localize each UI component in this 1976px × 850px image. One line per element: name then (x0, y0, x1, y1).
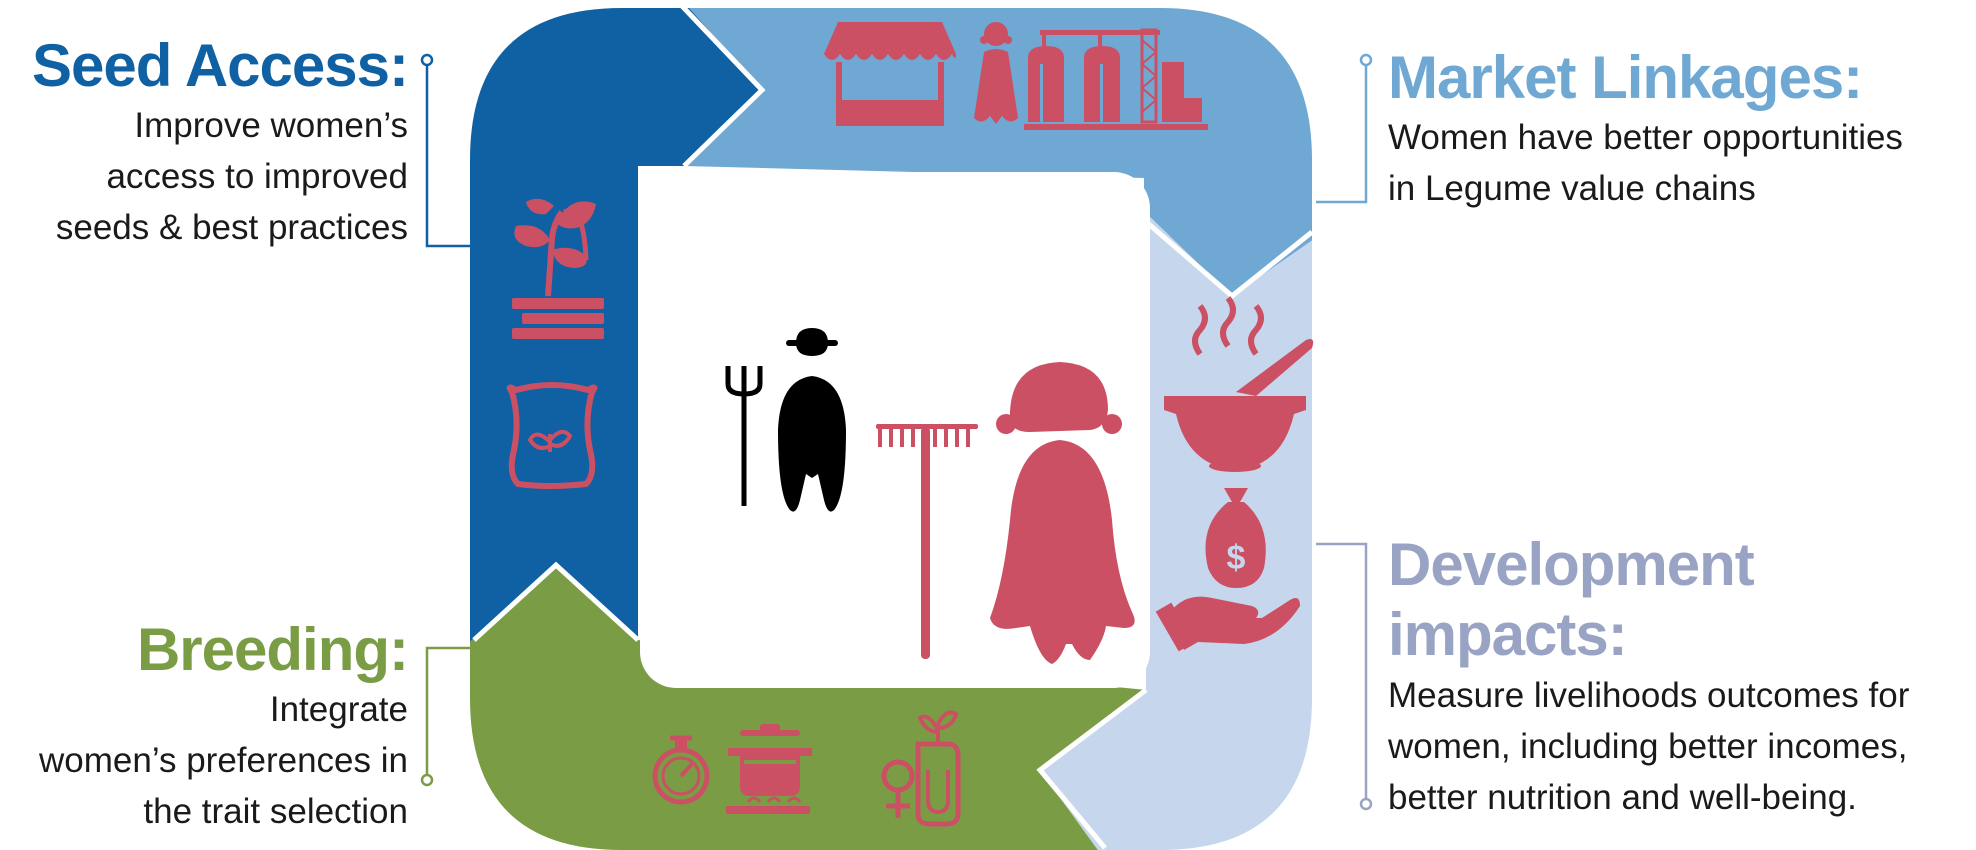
money-bag-in-hand-icon: $ (1155, 488, 1300, 652)
seed-access-title: Seed Access: (31, 32, 409, 99)
development-impacts-leader-line (1316, 542, 1373, 811)
breeding-label: Breeding: Integrate women’s preferences … (8, 620, 409, 837)
seed-access-line-2: access to improved (106, 157, 408, 196)
stopwatch-icon (652, 735, 710, 805)
development-impacts-label: Development impacts: Measure livelihoods… (1388, 530, 1968, 823)
market-linkages-label: Market Linkages: Women have better oppor… (1388, 44, 1948, 214)
rake-icon (876, 424, 978, 659)
development-impacts-title: Development impacts: (1388, 531, 1755, 668)
breeding-leader-line (420, 646, 474, 787)
breeding-segment (470, 565, 1146, 850)
cooking-bowl-icon (1164, 296, 1314, 472)
breeding-line-1: women’s preferences in (39, 741, 408, 780)
arrow-separators (472, 4, 1314, 850)
seed-access-line-3: seeds & best practices (55, 208, 408, 247)
grain-silo-factory-icon (1024, 28, 1208, 130)
seed-access-line-1: Improve women’s (134, 106, 408, 145)
female-farmer-icon (990, 362, 1135, 664)
market-linkages-leader-line (1316, 53, 1373, 204)
seed-bag-icon (506, 382, 598, 489)
svg-text:$: $ (1227, 539, 1246, 577)
market-stall-icon (824, 22, 956, 126)
development-impacts-line-3: better nutrition and well-being. (1388, 778, 1857, 817)
breeding-line-2: the trait selection (143, 792, 408, 831)
female-symbol-with-produce-icon (881, 710, 961, 827)
market-linkages-line-1: Women have better opportunities (1388, 118, 1903, 157)
market-linkages-line-2: in Legume value chains (1388, 169, 1756, 208)
pitchfork-icon (725, 366, 763, 506)
development-impacts-line-1: Measure livelihoods outcomes for (1388, 676, 1910, 715)
seed-access-label: Seed Access: Improve women’s access to i… (20, 32, 409, 253)
market-linkages-title: Market Linkages: (1388, 44, 1863, 111)
breeding-first-line: Integrate (269, 690, 408, 729)
seedling-on-books-icon (512, 198, 604, 339)
male-farmer-icon (778, 328, 846, 512)
woman-icon (974, 22, 1018, 124)
seed-access-leader-line (420, 53, 474, 248)
development-impacts-line-2: women, including better incomes, (1388, 727, 1908, 766)
cooking-pot-icon (726, 724, 812, 814)
development-impacts-segment (1040, 213, 1312, 850)
breeding-title: Breeding: (136, 616, 409, 683)
